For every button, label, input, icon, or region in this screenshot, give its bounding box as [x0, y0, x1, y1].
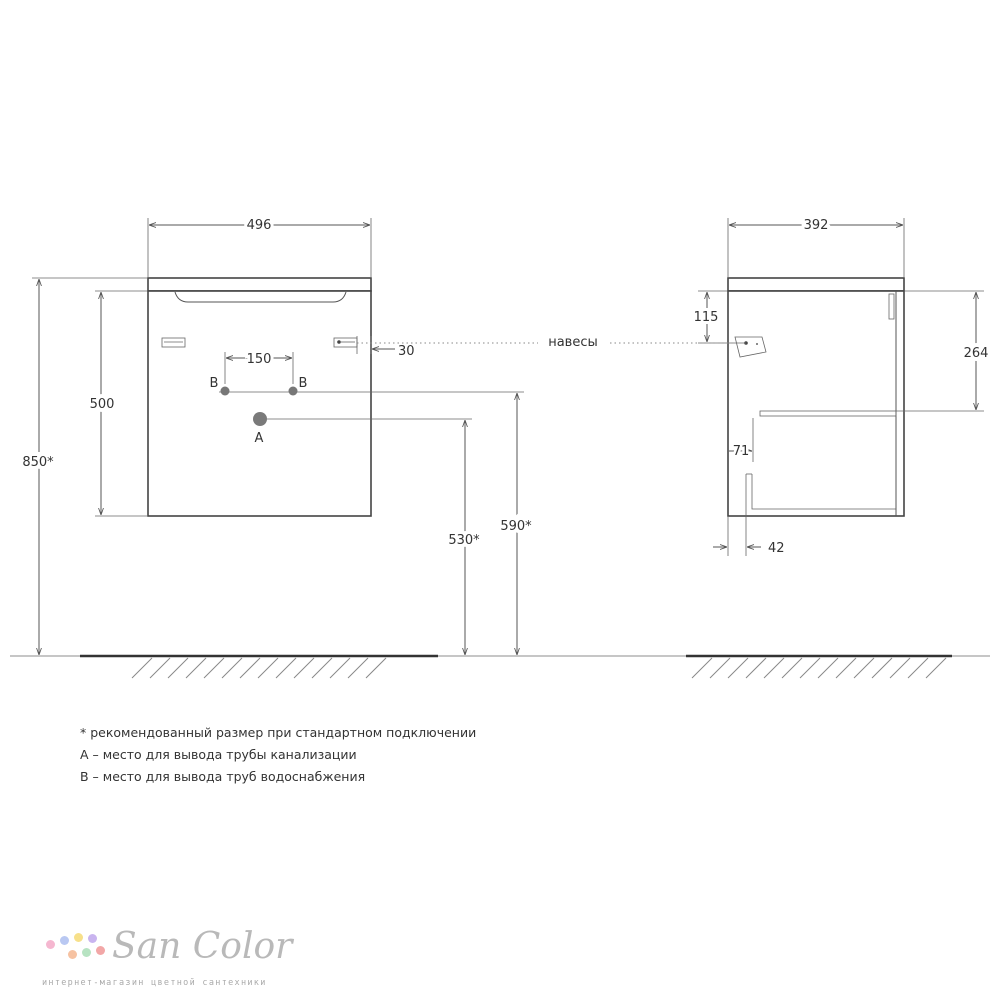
width-label: 496: [247, 218, 272, 233]
side-cabinet: [727, 290, 905, 517]
hinge-label: навесы: [548, 335, 598, 350]
logo-dot: [82, 948, 91, 957]
water-height-label: 590*: [500, 519, 532, 534]
pipe-spacing-label: 150: [247, 352, 272, 367]
side-back-panel: [745, 474, 896, 516]
logo-dot: [96, 946, 105, 955]
front-view: 496 500 850* 30 150 B B A 530*: [18, 215, 536, 655]
front-cabinet: [147, 290, 372, 517]
logo-name: San Color: [112, 926, 293, 967]
side-countertop: [727, 277, 905, 292]
drain-height-label: 530*: [448, 533, 480, 548]
note-water: В – место для вывода труб водоснабжения: [80, 769, 366, 784]
notes: * рекомендованный размер при стандартном…: [80, 722, 476, 788]
inner-offset-label: 71: [733, 444, 750, 459]
pipe-b-right-label: B: [299, 376, 308, 391]
front-handle: [174, 291, 347, 303]
sancolor-logo: San Color интернет-магазин цветной санте…: [42, 926, 302, 992]
hinge-offset-label: 30: [398, 344, 415, 359]
logo-dot: [46, 940, 55, 949]
side-shelf: [759, 410, 897, 417]
logo-dot: [68, 950, 77, 959]
note-recommended: * рекомендованный размер при стандартном…: [80, 725, 477, 740]
logo-dot: [88, 934, 97, 943]
front-countertop: [147, 277, 372, 292]
pipe-b-left-label: B: [210, 376, 219, 391]
logo-dot: [60, 936, 69, 945]
side-hinge-bracket: [734, 336, 767, 358]
side-floor-hatching: [691, 657, 947, 679]
note-drain: А – место для вывода трубы канализации: [80, 747, 357, 762]
side-view: 392 115 264 71 42: [691, 215, 992, 556]
hinge-left: [161, 337, 186, 348]
bottom-offset-label: 42: [768, 541, 785, 556]
shelf-height-label: 264: [964, 346, 989, 361]
water-pipe-right: [288, 386, 298, 396]
total-height-label: 850*: [22, 455, 54, 470]
top-offset-label: 115: [694, 310, 719, 325]
depth-label: 392: [804, 218, 829, 233]
logo-tagline: интернет-магазин цветной сантехники: [42, 978, 267, 988]
height-label: 500: [90, 397, 115, 412]
front-floor-hatching: [131, 657, 387, 679]
logo-dot: [74, 933, 83, 942]
water-pipe-left: [220, 386, 230, 396]
drain-a-label: A: [255, 431, 264, 446]
drain-pipe: [253, 412, 267, 426]
